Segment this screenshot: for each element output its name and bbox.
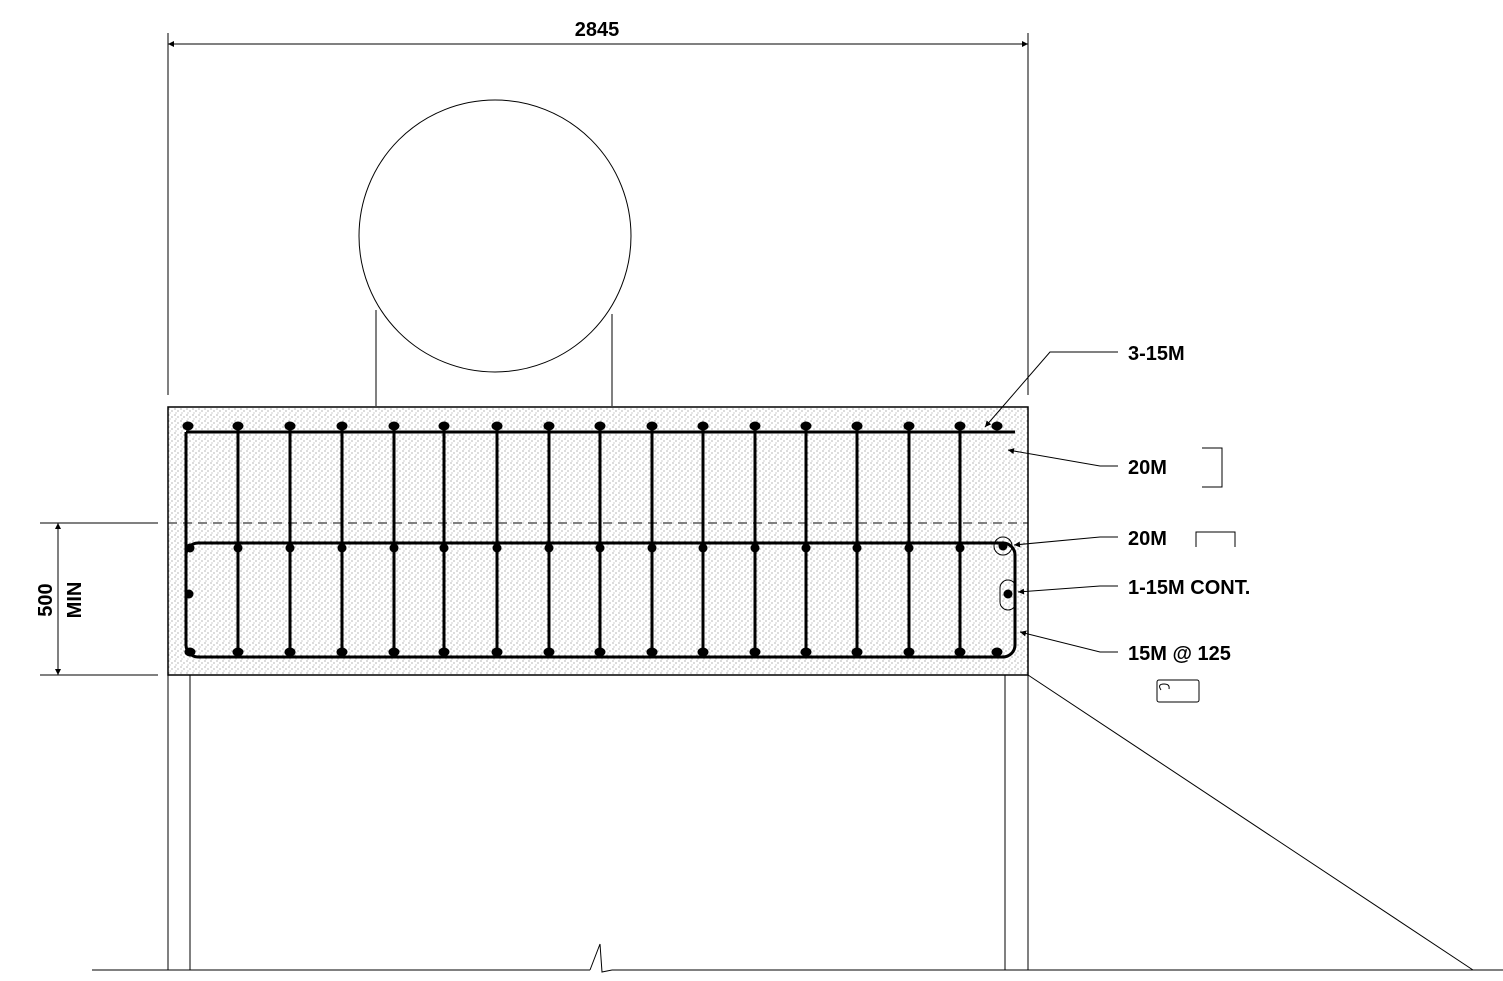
bottom-bar-dot-1: [184, 647, 196, 657]
stirrup-hook-icon: [1159, 683, 1170, 691]
walls: [167, 674, 1474, 971]
vertical-bar-shape-icon: [1202, 447, 1223, 488]
bottom-bar-dot-13: [800, 647, 812, 657]
continuous-bar-outline: [999, 579, 1017, 611]
label-horizontal-bar: 20M: [1128, 528, 1167, 550]
top-bar-dot-12: [749, 421, 761, 431]
label-continuous-bar: 1-15M CONT.: [1128, 577, 1250, 599]
continuous-bar-dot: [1003, 589, 1013, 599]
leader-continuous-bar: [1017, 585, 1118, 595]
mid-bar-dot-15: [904, 543, 914, 553]
top-bar-dot-6: [438, 421, 450, 431]
callout-continuous-bar: 1-15M CONT.: [1017, 577, 1250, 599]
mid-bar-dot-9: [595, 543, 605, 553]
top-bar-dot-8: [543, 421, 555, 431]
bottom-bar-dot-5: [388, 647, 400, 657]
mid-bar-dot-3: [285, 543, 295, 553]
mid-bar-dot-1: [185, 543, 195, 553]
top-bar-dot-16: [954, 421, 966, 431]
top-bar-dot-2: [232, 421, 244, 431]
leader-horizontal-bar: [1013, 536, 1118, 548]
depth-note-label: MIN: [64, 582, 86, 619]
bottom-bar-dot-12: [749, 647, 761, 657]
label-stirrups: 15M @ 125: [1128, 643, 1231, 665]
mid-bar-dot-14: [852, 543, 862, 553]
bottom-bar-dot-15: [903, 647, 915, 657]
top-bar-dot-14: [851, 421, 863, 431]
bottom-bar-dot-10: [646, 647, 658, 657]
corner-bar-dot: [998, 541, 1008, 551]
corner-bar-circle: [993, 536, 1013, 556]
top-bar-dot-10: [646, 421, 658, 431]
bottom-bar-dot-17: [991, 647, 1003, 657]
concrete-slab: [167, 406, 1029, 676]
bottom-bar-dot-16: [954, 647, 966, 657]
top-bar-dot-1: [182, 421, 194, 431]
mid-bar-dot-11: [698, 543, 708, 553]
top-bar-dot-5: [388, 421, 400, 431]
callout-horizontal-bar: 20M: [1013, 528, 1236, 550]
vessel-circle: [358, 99, 632, 373]
top-bar-dot-11: [697, 421, 709, 431]
top-bar-dot-17: [991, 421, 1003, 431]
top-bar-dot-13: [800, 421, 812, 431]
leader-vertical-bar: [1007, 448, 1118, 467]
top-bar-dot-7: [491, 421, 503, 431]
callout-vertical-bar: 20M: [1007, 447, 1223, 488]
mid-bar-dot-2: [233, 543, 243, 553]
bottom-bar-dot-8: [543, 647, 555, 657]
leader-top-bars: [984, 351, 1118, 428]
bottom-bar-dot-6: [438, 647, 450, 657]
ground-line: [92, 943, 1503, 973]
top-bar-dot-3: [284, 421, 296, 431]
bottom-bar-dot-11: [697, 647, 709, 657]
horizontal-bar-shape-icon: [1195, 531, 1236, 547]
width-dimension: 2845: [167, 19, 1029, 395]
depth-value-label: 500: [35, 583, 57, 616]
mid-bar-dot-7: [492, 543, 502, 553]
width-label: 2845: [575, 19, 620, 41]
callout-top-bars: 3-15M: [984, 343, 1185, 428]
mid-bar-dot-16: [955, 543, 965, 553]
slope-line: [1027, 674, 1474, 971]
leader-stirrups: [1019, 630, 1118, 653]
mid-bar-dot-4: [337, 543, 347, 553]
mid-bar-dot-5: [389, 543, 399, 553]
vessel: [358, 99, 632, 406]
bottom-bar-dot-4: [336, 647, 348, 657]
mid-bar-dot-10: [647, 543, 657, 553]
mid-bar-dot-6: [439, 543, 449, 553]
mid-bar-dot-13: [801, 543, 811, 553]
bottom-bar-dot-3: [284, 647, 296, 657]
break-symbol: [589, 943, 613, 973]
left-side-bar-dot: [184, 589, 194, 599]
bottom-bar-dot-7: [491, 647, 503, 657]
callout-stirrups: 15M @ 125: [1019, 630, 1231, 703]
top-bar-dot-9: [594, 421, 606, 431]
mid-bar-dot-12: [750, 543, 760, 553]
label-vertical-bar: 20M: [1128, 457, 1167, 479]
label-top-bars: 3-15M: [1128, 343, 1185, 365]
bottom-bar-dot-14: [851, 647, 863, 657]
top-bar-dot-4: [336, 421, 348, 431]
top-bar-dot-15: [903, 421, 915, 431]
depth-dimension: 500 MIN: [35, 522, 158, 676]
bottom-bar-dot-9: [594, 647, 606, 657]
reinforcement-group: [182, 421, 1017, 659]
bottom-bar-dot-2: [232, 647, 244, 657]
mid-bar-dot-8: [544, 543, 554, 553]
stirrup-shape-icon: [1156, 679, 1200, 703]
